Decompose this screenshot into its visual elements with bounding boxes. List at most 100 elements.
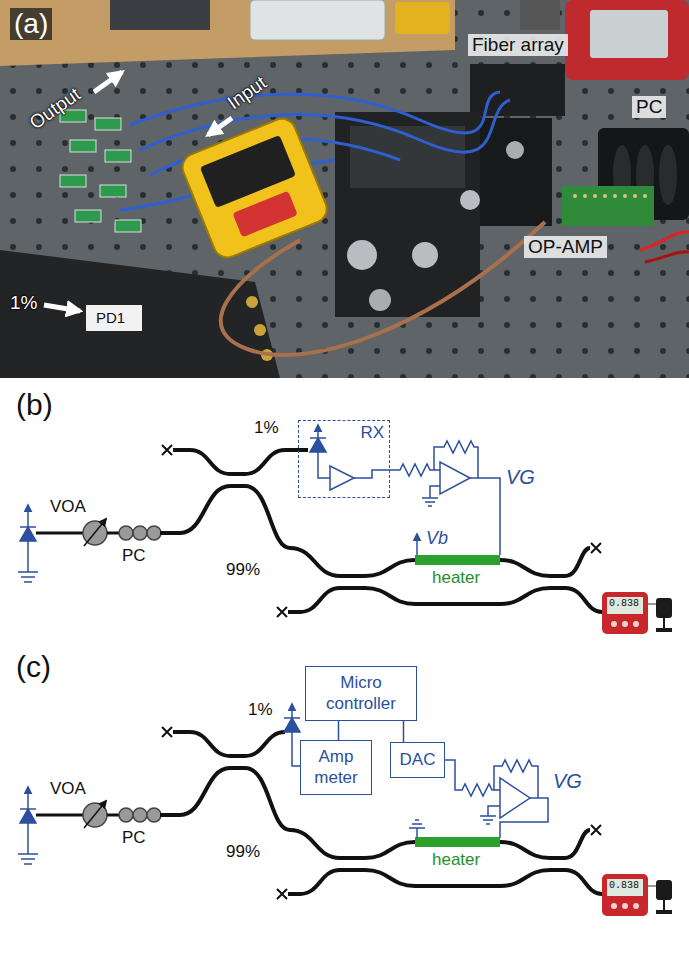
lab-photo [335, 112, 480, 317]
dac-box: DAC [390, 742, 445, 778]
digital-feedback-circuit [284, 704, 548, 838]
lab-photo [100, 185, 126, 197]
lab-photo [645, 252, 689, 262]
lab-photo [86, 305, 142, 331]
lab-photo [208, 118, 232, 135]
controller-box: Micro controller [305, 666, 417, 721]
lab-photo [623, 194, 627, 198]
ammeter-box: Amp meter [300, 740, 372, 795]
waveguide [285, 448, 308, 452]
part-label: OP-AMP [524, 236, 607, 258]
lab-photo [369, 289, 391, 311]
analog-feedback-circuit [310, 438, 326, 452]
photonic-circuit-c [18, 727, 672, 916]
digital-feedback-circuit [284, 718, 300, 732]
digital-feedback-circuit [291, 704, 293, 718]
lab-photo [95, 118, 121, 130]
analog-feedback-circuit [434, 441, 478, 478]
lab-photo [70, 140, 96, 152]
signal-wire [403, 721, 405, 742]
lab-photo [44, 305, 80, 311]
lab-photo [573, 194, 647, 198]
analog-feedback-circuit [470, 478, 500, 555]
lab-photo [573, 194, 577, 198]
lab-photo [395, 2, 450, 34]
lab-photo [590, 10, 668, 58]
lab-photo [633, 194, 637, 198]
lab-photo [254, 324, 266, 336]
tap-ratio-label: 1% [248, 700, 273, 720]
digital-feedback-circuit [292, 732, 300, 766]
part-label: PC [632, 96, 666, 118]
receiver-box: RX [298, 420, 390, 498]
node-text: Micro controller [312, 673, 410, 714]
lab-photo [583, 194, 587, 198]
part-label: PC [122, 546, 146, 566]
analog-feedback-circuit [317, 425, 319, 438]
lab-photo [347, 240, 377, 270]
lab-photo [412, 242, 438, 268]
lab-photo [140, 100, 510, 152]
lab-photo [640, 232, 689, 250]
lab-photo [221, 222, 545, 355]
lab-photo [643, 194, 647, 198]
lab-photo [178, 115, 330, 262]
analog-feedback-circuit [354, 464, 440, 478]
node-text: DAC [400, 750, 436, 770]
digital-feedback-circuit [445, 760, 500, 796]
analog-feedback-circuit [330, 466, 354, 490]
lab-photo [460, 190, 480, 210]
meter-reading: 0.838 [609, 881, 639, 892]
lab-photo [613, 194, 617, 198]
lab-photo [115, 220, 141, 232]
meter-reading: 0.838 [609, 599, 639, 610]
tap-ratio-label: 99% [226, 842, 260, 862]
panel-label: (a) [10, 8, 52, 40]
analog-feedback-circuit [310, 425, 500, 555]
analog-feedback-circuit [430, 486, 440, 498]
panel-label: (c) [16, 650, 51, 685]
lab-photo [110, 0, 210, 30]
digital-feedback-circuit [409, 820, 425, 838]
lab-photo [0, 0, 689, 378]
analog-feedback-circuit [422, 498, 438, 506]
lab-photo [130, 92, 500, 133]
panel-label: (b) [16, 388, 53, 423]
lab-photo [60, 110, 141, 232]
digital-feedback-circuit [480, 816, 496, 824]
port-label: Input [223, 72, 270, 114]
lab-photo [105, 150, 131, 162]
lab-photo [593, 194, 597, 198]
digital-feedback-circuit [494, 760, 538, 798]
lab-photo [565, 0, 689, 80]
digital-feedback-circuit [500, 778, 530, 818]
lab-photo [659, 145, 677, 205]
tap-ratio-label: 1% [254, 418, 279, 438]
signal-name: Vb [426, 528, 448, 549]
node-text: Amp meter [307, 747, 365, 788]
heater-label: heater [432, 850, 480, 870]
lab-photo [94, 72, 122, 92]
lab-photo [562, 186, 654, 226]
analog-feedback-circuit [318, 452, 330, 478]
lab-photo [60, 175, 86, 187]
lab-photo [75, 210, 101, 222]
analog-feedback-circuit [440, 462, 470, 494]
signal-wire [338, 721, 340, 740]
port-label: Output [25, 83, 84, 134]
signal-name: VG [506, 466, 535, 489]
tap-ratio-label: 1% [10, 292, 37, 314]
lab-photo [470, 64, 565, 116]
digital-feedback-circuit [488, 806, 500, 816]
lab-photo [0, 0, 689, 378]
lab-photo [0, 250, 280, 378]
part-label: Fiber array [468, 34, 568, 56]
digital-feedback-circuit [500, 798, 548, 838]
part-label: VOA [50, 497, 86, 517]
lab-photo [178, 115, 330, 262]
part-label: PC [122, 828, 146, 848]
lab-photo [246, 296, 258, 308]
